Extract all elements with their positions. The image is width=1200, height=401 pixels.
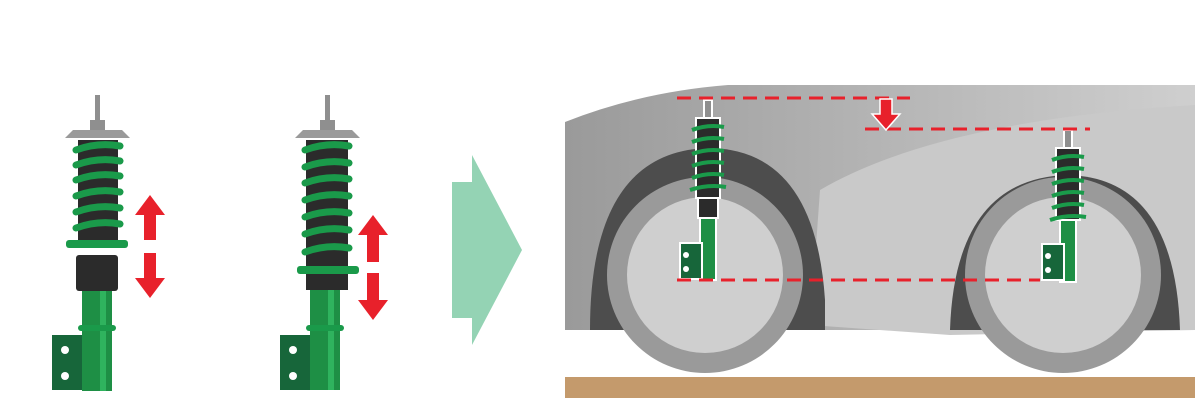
spring xyxy=(297,145,359,274)
rear-spring xyxy=(1049,154,1087,222)
coilover-extended xyxy=(52,95,130,391)
height-reference-lines xyxy=(677,96,1090,282)
mount-bracket xyxy=(280,335,310,390)
coilover-lowered xyxy=(280,95,360,390)
height-adjust-arrow-1 xyxy=(135,195,165,298)
height-adjust-arrow-2 xyxy=(358,215,388,320)
ground xyxy=(565,377,1195,398)
car-side-view xyxy=(565,85,1195,398)
spring xyxy=(66,145,128,248)
transition-arrow xyxy=(452,155,522,345)
mount-bracket xyxy=(52,335,82,390)
front-spring xyxy=(689,124,727,192)
lowering-arrow xyxy=(870,98,902,132)
